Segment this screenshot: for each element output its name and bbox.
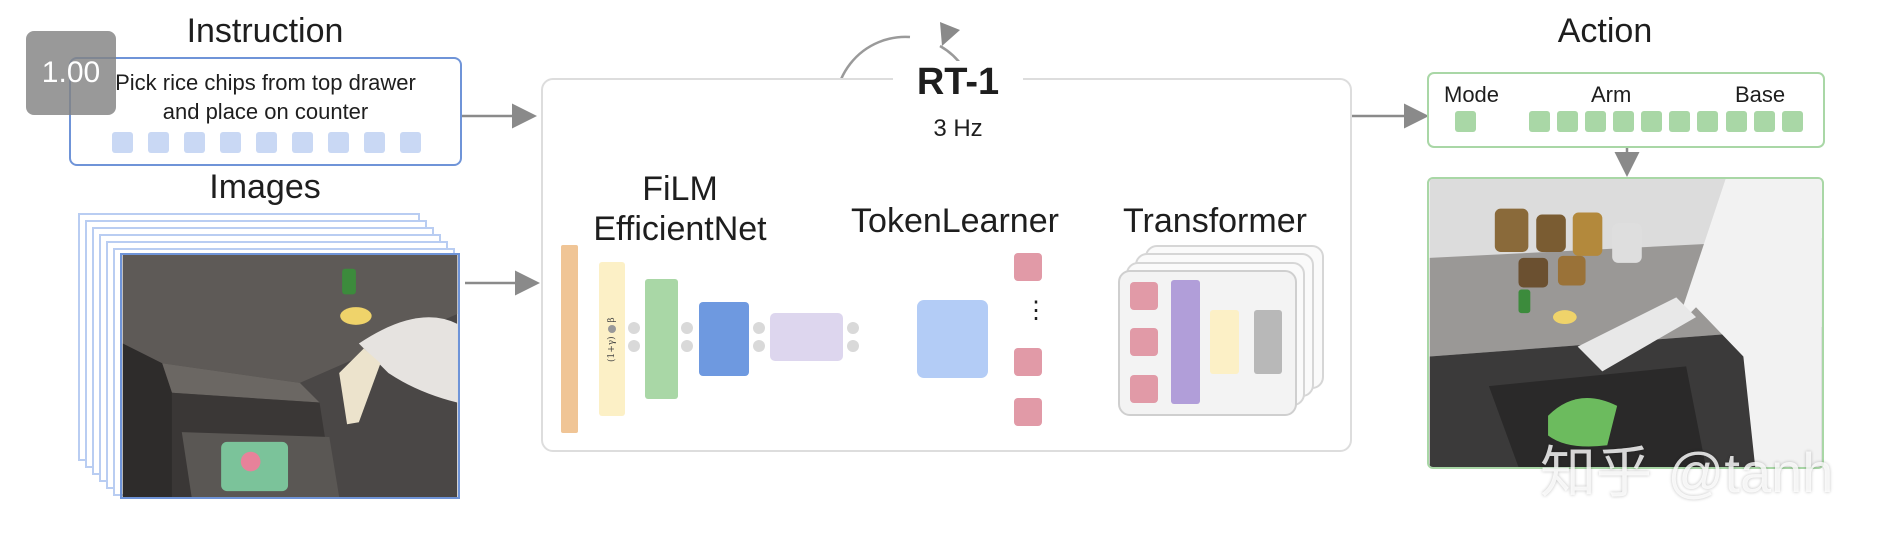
rt1-name: RT-1 bbox=[893, 61, 1023, 104]
transformer-input-token bbox=[1130, 328, 1158, 356]
action-token-base bbox=[1782, 111, 1803, 132]
film-formula-dot bbox=[607, 325, 616, 334]
rt1-loop-arrowhead bbox=[940, 22, 960, 46]
action-token-arm bbox=[1669, 111, 1690, 132]
instruction-token bbox=[220, 132, 241, 153]
instruction-token bbox=[364, 132, 385, 153]
film-title-line2: EfficientNet bbox=[593, 210, 767, 248]
instruction-text-line1: Pick rice chips from top drawer bbox=[115, 70, 416, 95]
action-token-arm bbox=[1641, 111, 1662, 132]
film-layer-blue bbox=[699, 302, 749, 376]
dot bbox=[681, 340, 693, 352]
tokenlearner-block bbox=[917, 300, 988, 378]
robot-action-photo bbox=[1427, 177, 1824, 469]
instruction-token bbox=[112, 132, 133, 153]
rt1-title-area: RT-1 3 Hz bbox=[893, 47, 1023, 157]
action-box: Mode Arm Base bbox=[1427, 72, 1825, 148]
rt1-rate: 3 Hz bbox=[933, 115, 983, 142]
transformer-title: Transformer bbox=[1123, 202, 1307, 240]
tokenlearner-ellipsis: ⋮ bbox=[1024, 297, 1048, 324]
transformer-ffn-block bbox=[1210, 310, 1239, 374]
film-layer-green bbox=[645, 279, 678, 399]
dot bbox=[847, 322, 859, 334]
dot bbox=[753, 322, 765, 334]
zoom-level: 1.00 bbox=[41, 56, 101, 89]
transformer-layer-front bbox=[1118, 270, 1297, 416]
film-formula-gamma: (1+γ) bbox=[607, 336, 617, 362]
instruction-token bbox=[184, 132, 205, 153]
connector-dots bbox=[753, 322, 765, 356]
dot bbox=[681, 322, 693, 334]
film-layer-lavender bbox=[770, 313, 843, 361]
instruction-heading: Instruction bbox=[186, 12, 344, 50]
action-token-mode bbox=[1455, 111, 1476, 132]
action-token-arm bbox=[1529, 111, 1550, 132]
connector-dots bbox=[628, 322, 640, 356]
instruction-text-line2: and place on counter bbox=[162, 99, 369, 124]
action-heading: Action bbox=[1557, 12, 1653, 50]
transformer-attention-block bbox=[1171, 280, 1200, 404]
film-input-bar bbox=[561, 245, 578, 433]
action-token-base bbox=[1754, 111, 1775, 132]
connector-dots bbox=[681, 322, 693, 356]
instruction-token bbox=[292, 132, 313, 153]
dot bbox=[628, 322, 640, 334]
learned-token bbox=[1014, 253, 1042, 281]
instruction-box: Pick rice chips from top drawer and plac… bbox=[69, 57, 462, 166]
dot bbox=[753, 340, 765, 352]
action-mode-label: Mode bbox=[1444, 82, 1500, 107]
instruction-token bbox=[148, 132, 169, 153]
action-base-label: Base bbox=[1735, 82, 1786, 107]
action-arm-label: Arm bbox=[1591, 82, 1632, 107]
film-formula: (1+γ) β bbox=[607, 312, 617, 362]
connector-dots bbox=[847, 322, 859, 356]
dot bbox=[628, 340, 640, 352]
action-token-arm bbox=[1613, 111, 1634, 132]
instruction-token bbox=[256, 132, 277, 153]
zoom-badge: 1.00 bbox=[26, 31, 116, 115]
transformer-input-token bbox=[1130, 282, 1158, 310]
film-formula-beta: β bbox=[607, 317, 617, 323]
transformer-input-token bbox=[1130, 375, 1158, 403]
watermark: 知乎 @tanh bbox=[1540, 441, 1834, 504]
instruction-token bbox=[328, 132, 349, 153]
action-token-arm bbox=[1697, 111, 1718, 132]
action-token-arm bbox=[1557, 111, 1578, 132]
learned-token bbox=[1014, 348, 1042, 376]
tokenlearner-title: TokenLearner bbox=[851, 202, 1059, 240]
instruction-token bbox=[400, 132, 421, 153]
camera-image-drawer bbox=[120, 253, 460, 499]
transformer-output-block bbox=[1254, 310, 1282, 374]
learned-token bbox=[1014, 398, 1042, 426]
film-layer-cream: (1+γ) β bbox=[599, 262, 625, 416]
images-heading: Images bbox=[209, 168, 321, 206]
dot bbox=[847, 340, 859, 352]
action-token-base bbox=[1726, 111, 1747, 132]
action-token-arm bbox=[1585, 111, 1606, 132]
film-title-line1: FiLM bbox=[642, 170, 718, 208]
